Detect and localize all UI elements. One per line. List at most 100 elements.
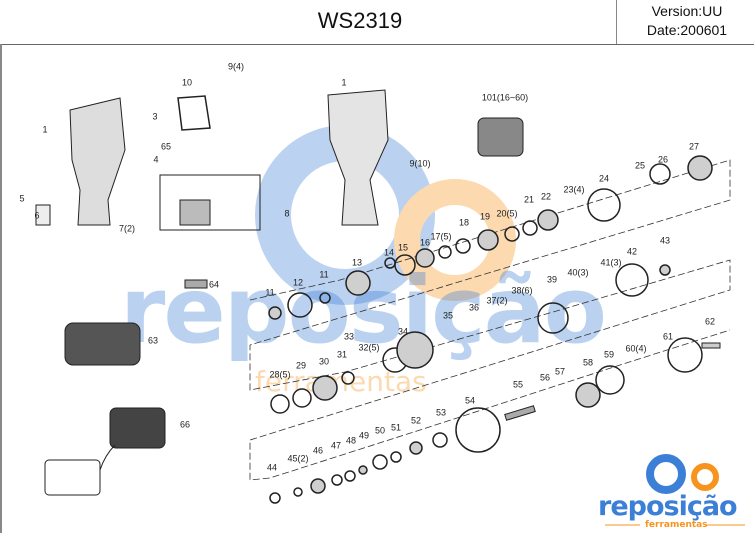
part-ring (659, 264, 671, 276)
callout-6: 6 (34, 210, 40, 221)
callout-25: 25 (634, 160, 646, 171)
callout-47: 47 (330, 440, 342, 451)
callout-64: 64 (208, 279, 220, 290)
callout-44: 44 (266, 462, 278, 473)
callout-12: 12 (292, 277, 304, 288)
part-ring (477, 229, 499, 251)
part-ring (394, 254, 416, 276)
part-ring (345, 270, 371, 296)
callout-42: 42 (626, 246, 638, 257)
part-ring (537, 209, 559, 231)
callout-66: 66 (179, 419, 191, 430)
part-ring (504, 226, 520, 242)
callout-16: 16 (419, 237, 431, 248)
callout-10: 10 (181, 77, 193, 88)
callout-32-5-: 32(5) (358, 342, 380, 353)
callout-1: 1 (341, 77, 347, 88)
callout-101-16-60-: 101(16~60) (481, 92, 529, 103)
callout-36: 36 (468, 302, 480, 313)
callout-24: 24 (598, 173, 610, 184)
callout-53: 53 (435, 407, 447, 418)
callout-50: 50 (374, 425, 386, 436)
callout-21: 21 (523, 194, 535, 205)
part-ring (575, 382, 601, 408)
part-ring (667, 337, 703, 373)
callout-38-6-: 38(6) (511, 285, 533, 296)
part-ring (432, 432, 448, 448)
part-ring (587, 188, 621, 222)
charger-adapter-66 (44, 459, 101, 496)
callout-59: 59 (603, 349, 615, 360)
header-divider (616, 0, 617, 44)
wiring-harness-8 (159, 174, 261, 231)
part-ring (319, 292, 331, 304)
logo-brand: reposição (598, 491, 738, 522)
battery-pack-63 (64, 322, 141, 366)
part-ring (287, 292, 313, 318)
part-ring (312, 375, 338, 401)
part-ring (390, 451, 402, 463)
callout-31: 31 (336, 349, 348, 360)
part-ring (455, 238, 471, 254)
callout-54: 54 (464, 395, 476, 406)
callout-4: 4 (153, 154, 159, 165)
callout-56: 56 (539, 372, 551, 383)
callout-46: 46 (312, 445, 324, 456)
callout-43: 43 (659, 235, 671, 246)
callout-57: 57 (554, 366, 566, 377)
part-64 (184, 279, 208, 289)
callout-13: 13 (351, 257, 363, 268)
callout-34: 34 (397, 326, 409, 337)
callout-26: 26 (657, 154, 669, 165)
part-ring (341, 371, 355, 385)
callout-5: 5 (19, 193, 25, 204)
logo-sub: ferramentas (645, 520, 708, 530)
callout-27: 27 (688, 141, 700, 152)
callout-28-5-: 28(5) (269, 369, 291, 380)
part-ring (687, 155, 713, 181)
part-ring (615, 263, 649, 297)
logo-gear-orange-icon (691, 463, 719, 491)
part-ring (293, 487, 303, 497)
callout-55: 55 (512, 379, 524, 390)
charger-66 (109, 407, 166, 449)
callout-17-5-: 17(5) (430, 231, 452, 242)
callout-35: 35 (442, 310, 454, 321)
part-ring (415, 248, 435, 268)
callout-61: 61 (662, 331, 674, 342)
callout-37-2-: 37(2) (486, 295, 508, 306)
header: WS2319 Version:UU Date:200601 (0, 0, 754, 45)
callout-22: 22 (540, 191, 552, 202)
part-ring (372, 454, 388, 470)
frame-left-border (0, 44, 2, 533)
callout-18: 18 (458, 217, 470, 228)
callout-23-4-: 23(4) (563, 184, 585, 195)
part-ring (358, 465, 368, 475)
callout-19: 19 (479, 211, 491, 222)
callout-1: 1 (42, 124, 48, 135)
callout-7-2-: 7(2) (118, 223, 136, 234)
part-ring (522, 220, 538, 236)
callout-8: 8 (284, 208, 290, 219)
callout-58: 58 (582, 357, 594, 368)
part-ring (269, 492, 281, 504)
part-ring (270, 394, 290, 414)
part-ring (268, 306, 282, 320)
callout-39: 39 (546, 274, 558, 285)
left-housing-half (69, 97, 126, 226)
part-ring (409, 441, 423, 455)
switch-8 (179, 199, 211, 226)
part-ring (537, 302, 569, 334)
callout-20-5-: 20(5) (496, 208, 518, 219)
gearbox-assembly-101 (477, 117, 524, 157)
motor-bracket-10 (177, 95, 211, 131)
callout-14: 14 (383, 247, 395, 258)
callout-15: 15 (397, 242, 409, 253)
watermark-gear-orange-icon (394, 179, 516, 301)
part-ring (649, 163, 671, 185)
callout-3: 3 (152, 111, 158, 122)
callout-41-3-: 41(3) (600, 257, 622, 268)
